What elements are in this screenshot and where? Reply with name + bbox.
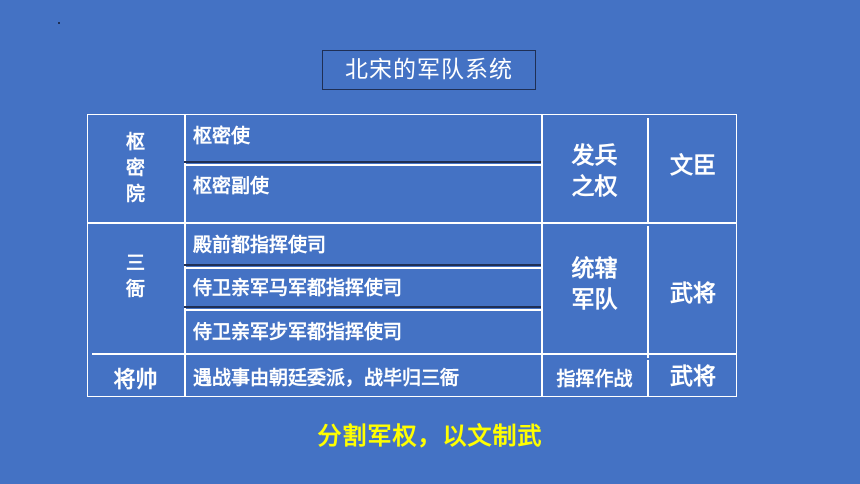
table-divider-h-group1	[87, 222, 737, 224]
table-divider-h-office2	[184, 264, 541, 266]
table-divider-v3	[647, 118, 649, 222]
table-divider-h-office2b	[184, 267, 541, 269]
office-cell: 侍卫亲军马军都指挥使司	[193, 266, 533, 306]
group2-label: 三 衙	[87, 250, 184, 340]
office-label: 枢密使	[193, 124, 251, 147]
table-divider-h-office3	[184, 306, 541, 308]
table-divider-v2	[541, 114, 543, 397]
table-divider-h-office3b	[184, 309, 541, 311]
office-label: 殿前都指挥使司	[193, 233, 327, 256]
power-line: 军队	[571, 287, 618, 313]
power-line: 统辖	[571, 255, 618, 282]
group3-description: 遇战事由朝廷委派，战毕归三衙	[193, 366, 460, 389]
group3-label-text: 将帅	[113, 367, 158, 393]
table-divider-h-group2	[92, 353, 737, 355]
table-divider-v5	[647, 360, 649, 397]
group3-label: 将帅	[87, 358, 184, 397]
role-label: 文臣	[670, 153, 716, 180]
military-system-table	[87, 114, 737, 397]
office-label: 侍卫亲军步军都指挥使司	[193, 320, 403, 343]
group3-power: 指挥作战	[542, 358, 647, 397]
office-cell: 殿前都指挥使司	[193, 223, 533, 263]
group1-label-line: 枢	[125, 130, 145, 153]
group1-label-line: 密	[125, 156, 145, 179]
table-divider-v1	[184, 114, 186, 397]
group2-power: 统辖 军队	[542, 240, 647, 330]
office-cell: 侍卫亲军步军都指挥使司	[193, 309, 533, 351]
power-line: 之权	[571, 174, 618, 200]
role-label: 武将	[670, 363, 716, 390]
summary-text: 分割军权，以文制武	[317, 422, 543, 450]
group1-label: 枢 密 院	[87, 114, 184, 222]
decorative-dot	[58, 22, 60, 24]
table-divider-v4	[647, 226, 649, 358]
group1-power: 发兵 之权	[542, 122, 647, 222]
group2-label-line: 衙	[125, 278, 145, 301]
table-divider-h-office1	[184, 161, 541, 163]
group1-role: 文臣	[649, 122, 737, 212]
group3-description-cell: 遇战事由朝廷委派，战毕归三衙	[193, 356, 543, 396]
role-label: 武将	[670, 281, 716, 308]
power-label: 指挥作战	[556, 368, 633, 390]
office-label: 侍卫亲军马军都指挥使司	[193, 276, 403, 299]
office-label: 枢密副使	[193, 174, 270, 197]
group3-role: 武将	[649, 358, 737, 397]
group2-label-line: 三	[125, 252, 145, 274]
table-divider-h-office1b	[184, 164, 541, 166]
power-line: 发兵	[571, 142, 618, 169]
page-title: 北宋的军队系统	[322, 50, 536, 90]
group2-role: 武将	[649, 270, 737, 320]
group1-label-line: 院	[125, 183, 145, 206]
office-cell: 枢密使	[193, 114, 533, 154]
office-cell: 枢密副使	[193, 164, 533, 204]
